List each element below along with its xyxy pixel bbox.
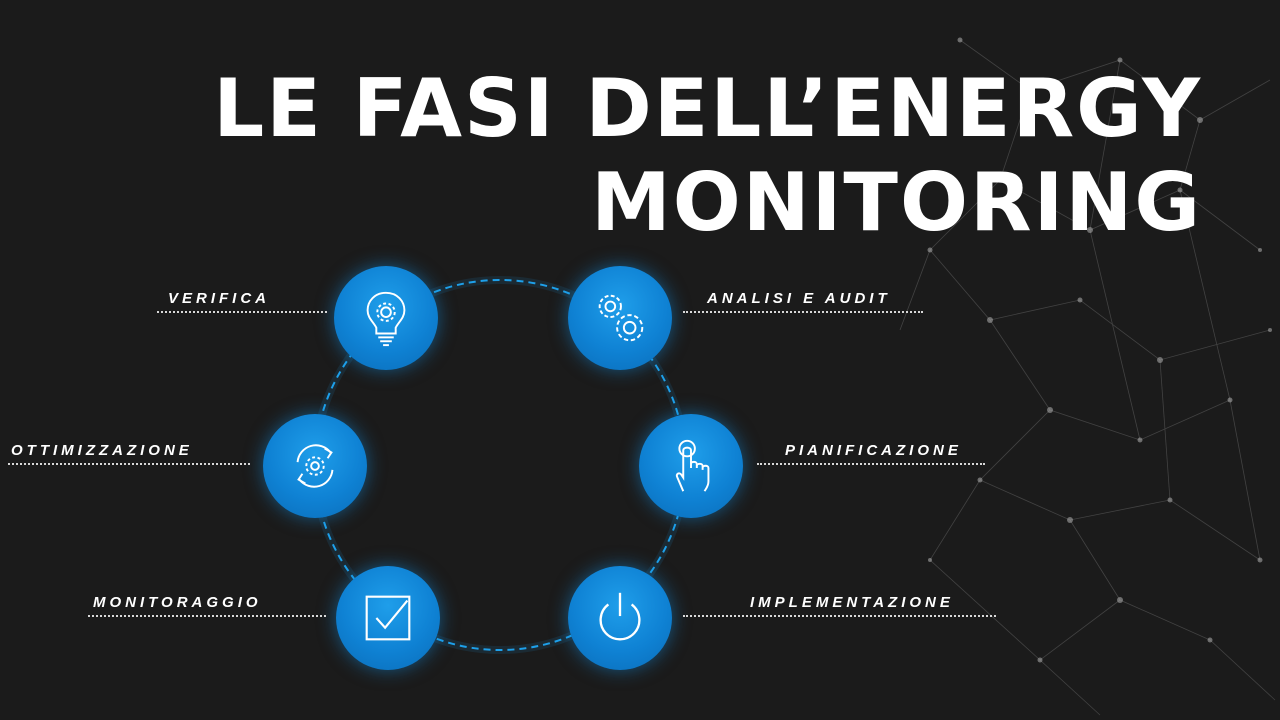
step-node-verifica bbox=[334, 266, 438, 370]
leader-line bbox=[88, 615, 326, 617]
step-node-monitoraggio bbox=[336, 566, 440, 670]
page-title: LE FASI DELL’ENERGY MONITORING bbox=[213, 62, 1202, 250]
step-label-ottimizzazione: OTTIMIZZAZIONE bbox=[11, 442, 193, 459]
gears-icon bbox=[598, 294, 644, 342]
step-label-monitoraggio: MONITORAGGIO bbox=[93, 594, 262, 611]
lightbulb-gear-icon bbox=[366, 291, 406, 347]
title-line-2: MONITORING bbox=[591, 156, 1202, 249]
leader-line bbox=[157, 311, 327, 313]
leader-line bbox=[8, 463, 250, 465]
step-node-ottimizzazione bbox=[263, 414, 367, 518]
hand-pointer-icon bbox=[675, 439, 710, 492]
step-node-implementazione bbox=[568, 566, 672, 670]
checkbox-icon bbox=[365, 595, 411, 641]
leader-line bbox=[757, 463, 985, 465]
leader-line bbox=[683, 311, 923, 313]
cycle-gear-icon bbox=[296, 444, 334, 488]
step-label-analisi: ANALISI E AUDIT bbox=[707, 290, 891, 307]
title-line-1: LE FASI DELL’ENERGY bbox=[213, 62, 1202, 155]
step-label-verifica: VERIFICA bbox=[168, 290, 271, 307]
leader-line bbox=[683, 615, 996, 617]
step-label-pianificazione: PIANIFICAZIONE bbox=[785, 442, 962, 459]
step-label-implementazione: IMPLEMENTAZIONE bbox=[750, 594, 954, 611]
step-node-pianificazione bbox=[639, 414, 743, 518]
step-node-analisi bbox=[568, 266, 672, 370]
power-icon bbox=[599, 592, 641, 641]
